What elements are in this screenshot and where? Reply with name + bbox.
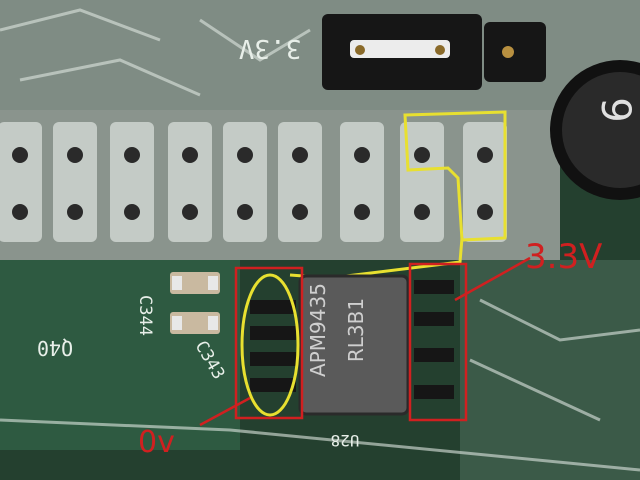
- yellow-outline-header: [403, 110, 507, 242]
- red-pointer-0v: [199, 396, 251, 427]
- chip-pads-right: [414, 280, 454, 399]
- pin-header-block: [400, 122, 444, 242]
- jumper-cap: [350, 40, 450, 58]
- header-pin: [124, 204, 140, 220]
- header-pin: [67, 204, 83, 220]
- header-pin: [414, 204, 430, 220]
- header-pin: [502, 46, 514, 58]
- pin-header-block: [463, 122, 507, 242]
- capacitor-top: [562, 72, 640, 188]
- pin-header-block: [110, 122, 154, 242]
- header-pin: [292, 147, 308, 163]
- silk-q40-label: Q40: [37, 336, 73, 360]
- chip-marking-line2: RL3B1: [344, 298, 368, 362]
- yellow-oval-pins: [240, 273, 300, 417]
- header-pin: [292, 204, 308, 220]
- header-pin: [124, 147, 140, 163]
- header-pin: [12, 147, 28, 163]
- lower-right-area: [460, 260, 640, 480]
- silk-3v3-label: 3.3V: [239, 33, 302, 63]
- header-pin: [12, 204, 28, 220]
- pcb-traces: [0, 8, 640, 472]
- capacitor-pad: [172, 316, 182, 330]
- capacitor-pad: [172, 276, 182, 290]
- silk-u28-label: U28: [331, 431, 360, 450]
- pin-header-block: [340, 122, 384, 242]
- annotation-0v: 0v: [138, 425, 175, 460]
- pin-header-block: [168, 122, 212, 242]
- pin-header-block: [53, 122, 97, 242]
- chip-marking-line1: APM9435: [306, 283, 330, 377]
- header-pin: [237, 147, 253, 163]
- smd-capacitor: [170, 272, 220, 294]
- header-pin: [182, 147, 198, 163]
- capacitor-pad: [208, 316, 218, 330]
- header-pin: [477, 204, 493, 220]
- header-pin: [67, 147, 83, 163]
- jumper-pin: [355, 45, 365, 55]
- capacitor-marking: 9: [592, 97, 638, 122]
- header-pin: [182, 204, 198, 220]
- annotation-3v3: 3.3V: [525, 237, 602, 277]
- header-pin: [354, 147, 370, 163]
- red-box-0v-pins: [234, 266, 304, 420]
- silk-c344-label: C344: [135, 295, 155, 336]
- red-pointer-3v3: [454, 256, 531, 302]
- header-pin: [414, 147, 430, 163]
- header-pin: [354, 204, 370, 220]
- red-box-3v3-pins: [408, 262, 468, 422]
- pin-header-block: [278, 122, 322, 242]
- apm9435-chip: [298, 274, 410, 416]
- chip-pads-left: [250, 300, 296, 392]
- header-pin: [477, 147, 493, 163]
- header-pin: [237, 204, 253, 220]
- jumper-pin: [435, 45, 445, 55]
- capacitor-pad: [208, 276, 218, 290]
- single-pin-header: [484, 22, 546, 82]
- pin-header-row: [0, 122, 507, 242]
- pin-header-block: [0, 122, 42, 242]
- pin-header-block: [223, 122, 267, 242]
- smd-capacitor: [170, 312, 220, 334]
